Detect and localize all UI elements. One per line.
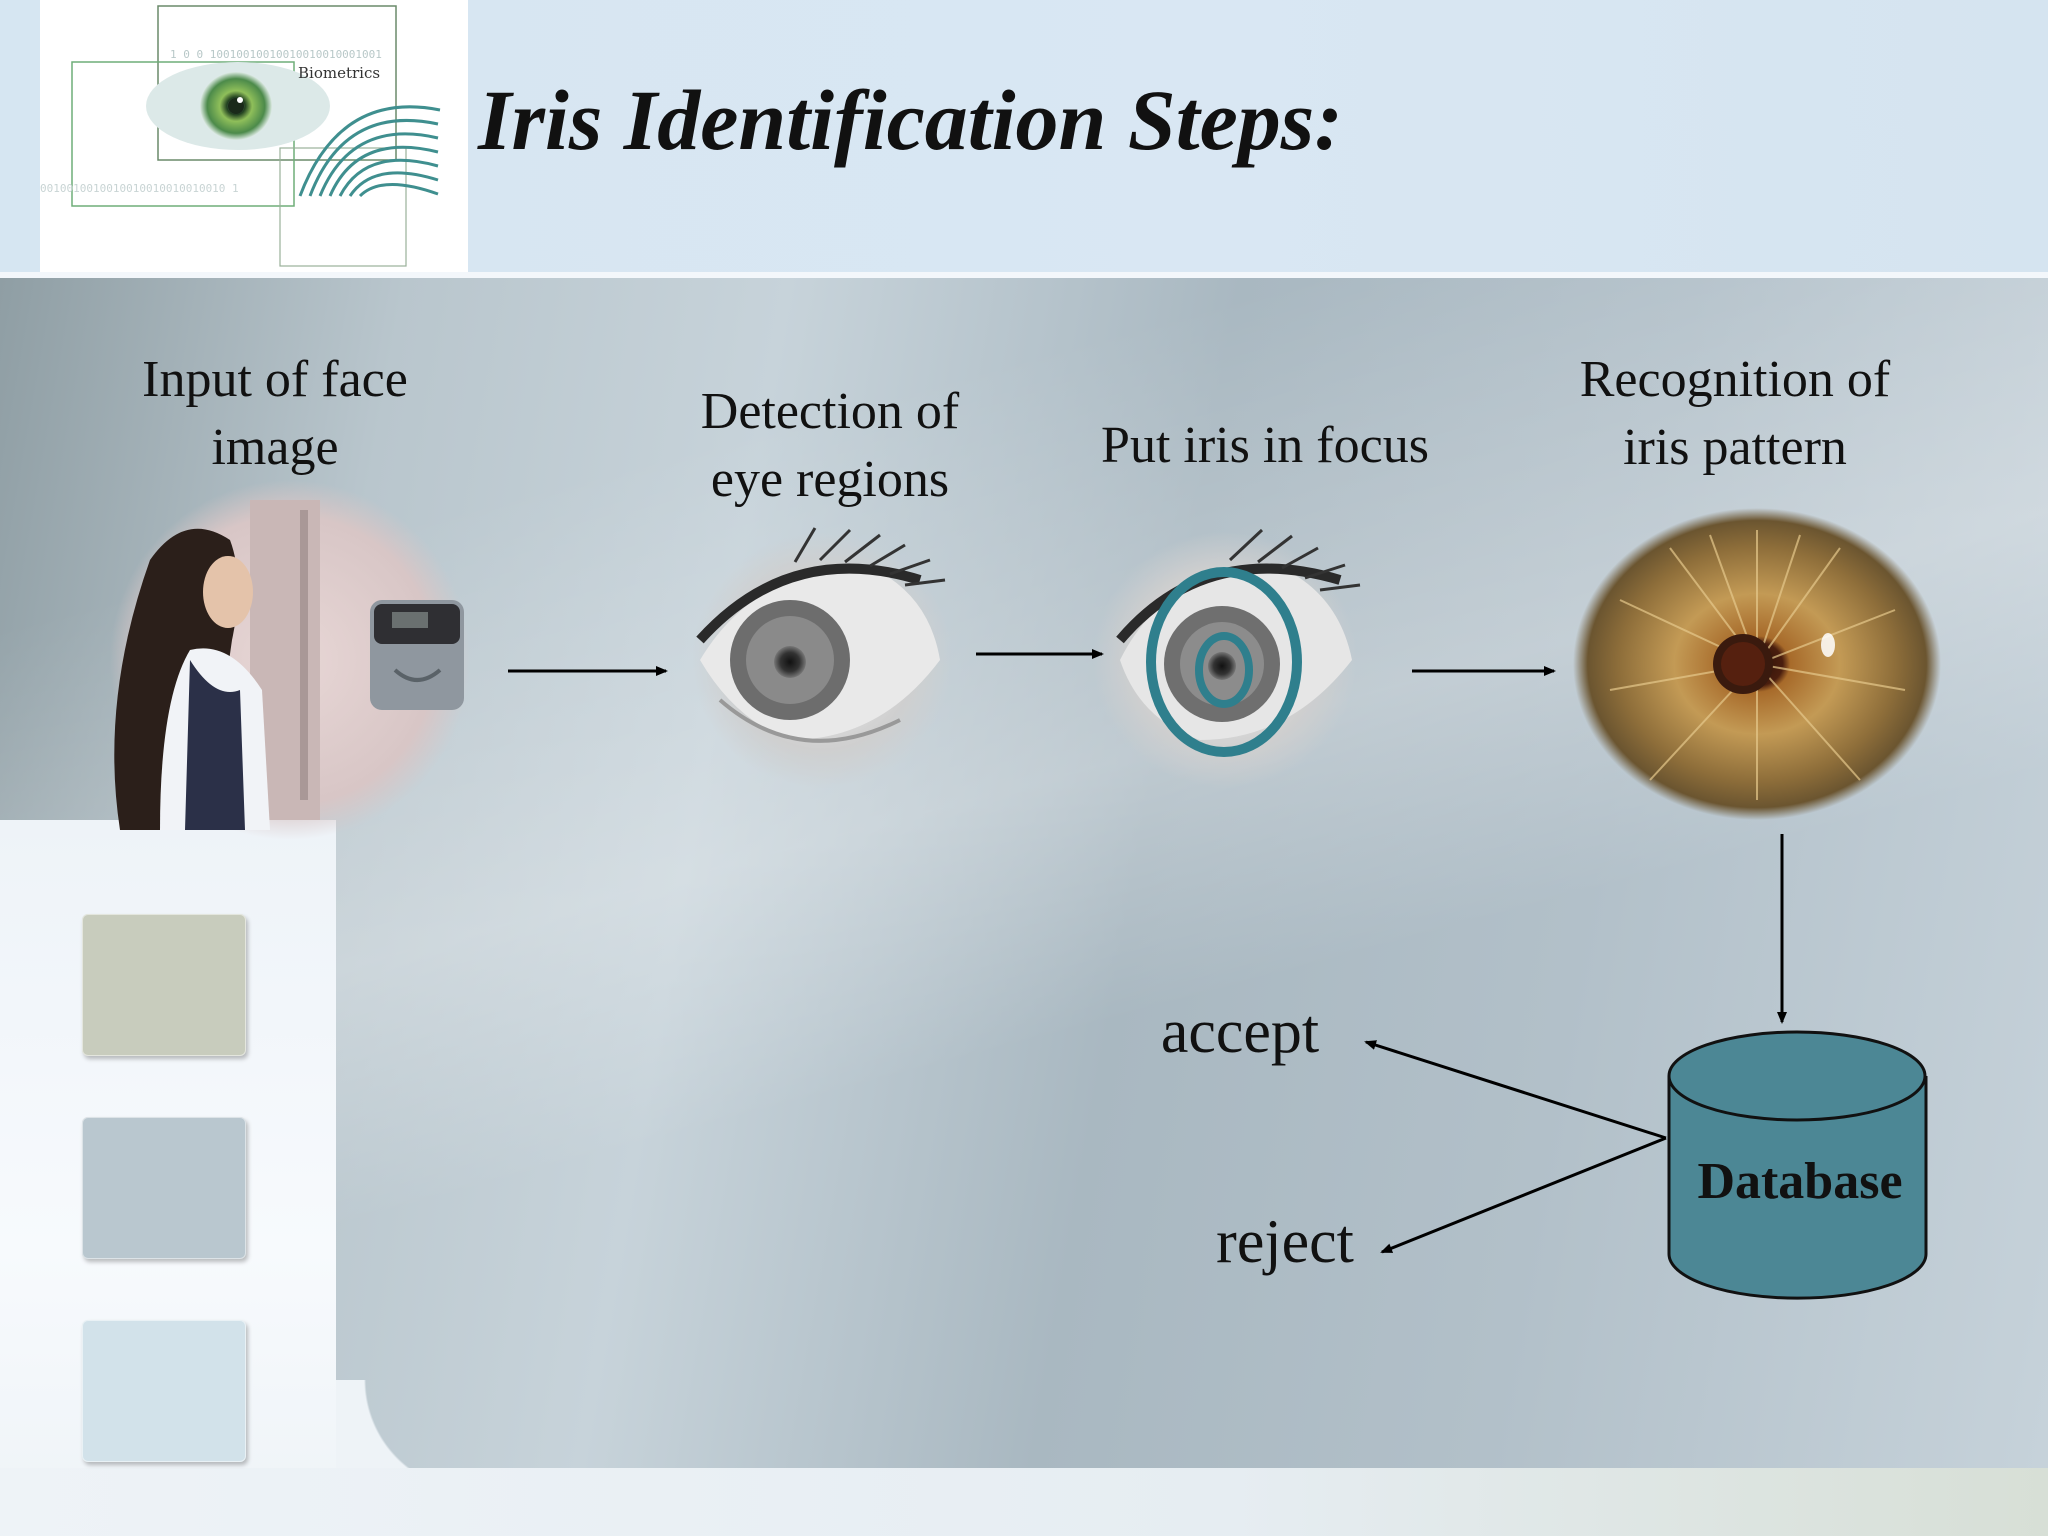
reject-label: reject [1216, 1208, 1354, 1276]
decorative-square-olive [82, 914, 246, 1056]
decorative-square-grey-blue [82, 1117, 246, 1259]
slide-footer [0, 1468, 2048, 1536]
outer-focus-ring [1146, 567, 1302, 757]
step-label-line: iris pattern [1623, 419, 1847, 476]
accept-label: accept [1160, 998, 1320, 1066]
step-label-line: Put iris in focus [1101, 417, 1429, 474]
arrow-to-reject [1380, 1136, 1667, 1254]
focus-eye-image [1093, 528, 1361, 788]
step-label-detection: Detection of eye regions [640, 378, 1020, 514]
step-label-line: Detection of [700, 383, 960, 440]
inner-focus-ring [1195, 632, 1253, 708]
panel-corner-curve [336, 1380, 476, 1468]
iris-closeup-image [1573, 508, 1941, 820]
biometrics-logo: Biometrics 1 0 0 10010010010010010010001… [40, 0, 468, 272]
database-label: Database [1697, 1153, 1903, 1210]
grayscale-eye-image [692, 527, 952, 788]
biometrics-logo-graphic: Biometrics 1 0 0 10010010010010010010001… [40, 5, 441, 267]
database-cylinder [1667, 1030, 1928, 1300]
step-label-focus: Put iris in focus [1060, 412, 1470, 480]
svg-text:0010010010010010010010010010 1: 0010010010010010010010010010 1 [40, 182, 239, 195]
svg-text:1 0 0 1001001001001001001000: 1 0 0 10010010010010010010001001 [170, 48, 382, 61]
header-divider [0, 272, 2048, 278]
logo-text: Biometrics [298, 64, 380, 82]
page-title: Iris Identification Steps: [478, 72, 1343, 168]
step-label-recognition: Recognition of iris pattern [1530, 346, 1940, 482]
step-label-line: image [211, 419, 339, 476]
arrow-to-accept [1364, 1040, 1667, 1140]
face-image [110, 480, 470, 840]
step-label-line: Recognition of [1579, 351, 1891, 408]
decorative-square-light-blue [82, 1320, 246, 1462]
step-label-input-face: Input of face image [90, 346, 460, 482]
step-label-line: eye regions [710, 451, 950, 508]
step-label-line: Input of face [142, 351, 408, 408]
